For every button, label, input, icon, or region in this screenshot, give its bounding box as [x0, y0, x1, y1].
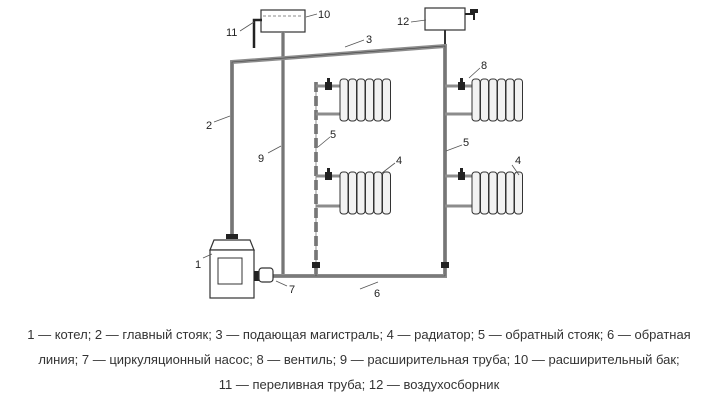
radiator-top-right	[471, 78, 523, 122]
legend-caption: 1 — котел; 2 — главный стояк; 3 — подающ…	[0, 322, 718, 397]
label-12: 12	[397, 16, 409, 28]
radiator-top-left	[339, 78, 391, 122]
return-line	[270, 265, 447, 278]
label-1: 1	[195, 259, 201, 271]
label-8: 8	[481, 60, 487, 72]
label-3: 3	[366, 34, 372, 46]
label-9: 9	[258, 153, 264, 165]
label-11: 11	[226, 27, 237, 39]
caption-line-3: 11 — переливная труба; 12 — воздухосборн…	[218, 377, 500, 392]
overflow-pipe	[252, 18, 262, 48]
heating-system-diagram: 1 2 3 4 4 5 5 6 7 8 9 10 11 12	[195, 7, 523, 300]
caption-line-1: 1 — котел; 2 — главный стояк; 3 — подающ…	[27, 327, 691, 342]
valves	[312, 78, 465, 268]
radiator-bottom-right	[471, 171, 523, 215]
leader-lines	[202, 13, 520, 290]
caption-line-2: линия; 7 — циркуляционный насос; 8 — вен…	[38, 352, 680, 367]
label-2: 2	[206, 120, 212, 132]
radiator-bottom-left	[339, 171, 391, 215]
radiator-connections	[316, 84, 472, 208]
label-5b: 5	[463, 137, 469, 149]
label-6: 6	[374, 288, 380, 300]
supply-main	[230, 43, 447, 265]
expansion-tank	[260, 9, 306, 33]
circulation-pump	[254, 267, 274, 283]
label-10: 10	[318, 9, 330, 21]
label-5a: 5	[330, 129, 336, 141]
label-4a: 4	[396, 155, 402, 167]
boiler	[209, 234, 255, 299]
label-4b: 4	[515, 155, 521, 167]
label-7: 7	[289, 284, 295, 296]
air-collector	[424, 7, 478, 46]
